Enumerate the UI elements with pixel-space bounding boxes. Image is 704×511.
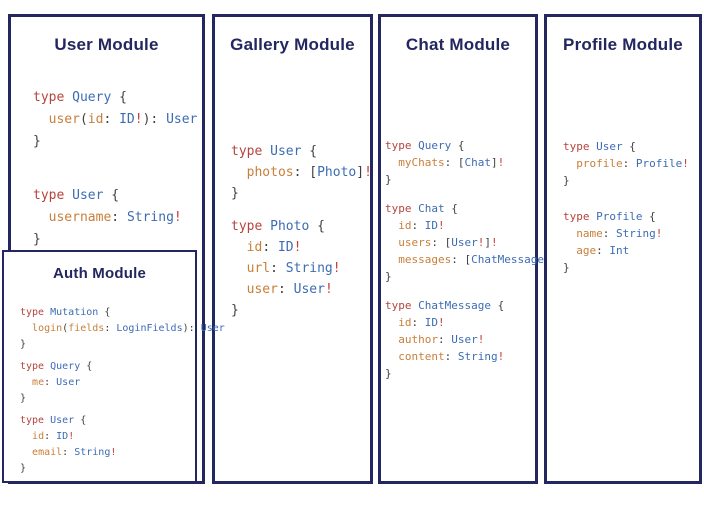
- panel-gallery-module: Gallery Module type User { photos: [Phot…: [212, 14, 373, 484]
- panel-title: Auth Module: [52, 265, 146, 282]
- graphql-code: type User { photos: [Photo]!} type Photo …: [215, 141, 372, 321]
- type-definition: type Query { user(id: ID!): User}: [33, 90, 198, 149]
- type-definition: type Query { me: User}: [20, 361, 93, 404]
- type-definition: type User { profile: Profile!}: [563, 140, 689, 187]
- panel-title: Profile Module: [563, 35, 683, 54]
- graphql-code: type Query { myChats: [Chat]!} type Chat …: [381, 137, 557, 382]
- panel-chat-module: Chat Module type Query { myChats: [Chat]…: [378, 14, 557, 484]
- type-definition: type Mutation { login(fields: LoginField…: [20, 307, 225, 350]
- type-definition: type ChatMessage { id: ID! author: User!…: [385, 299, 505, 380]
- type-definition: type User { photos: [Photo]!}: [231, 144, 372, 201]
- panel-title: Chat Module: [405, 35, 511, 54]
- graphql-code: type Query { user(id: ID!): User} type Us…: [11, 87, 202, 251]
- type-definition: type Query { myChats: [Chat]!}: [385, 139, 505, 186]
- type-definition: type Chat { id: ID! users: [User!]! mess…: [385, 202, 557, 283]
- graphql-code: type Mutation { login(fields: LoginField…: [4, 305, 225, 477]
- panel-auth-module: Auth Module type Mutation { login(fields…: [2, 250, 225, 483]
- type-definition: type Photo { id: ID! url: String! user: …: [231, 219, 341, 318]
- panel-profile-module: Profile Module type User { profile: Prof…: [544, 14, 702, 484]
- type-definition: type Profile { name: String! age: Int}: [563, 210, 663, 274]
- panel-title: Gallery Module: [230, 35, 355, 54]
- type-definition: type User { username: String!}: [33, 188, 182, 247]
- graphql-code: type User { profile: Profile!} type Profi…: [547, 138, 699, 276]
- type-definition: type User { id: ID! email: String!}: [20, 415, 117, 474]
- panel-title: User Module: [54, 35, 159, 54]
